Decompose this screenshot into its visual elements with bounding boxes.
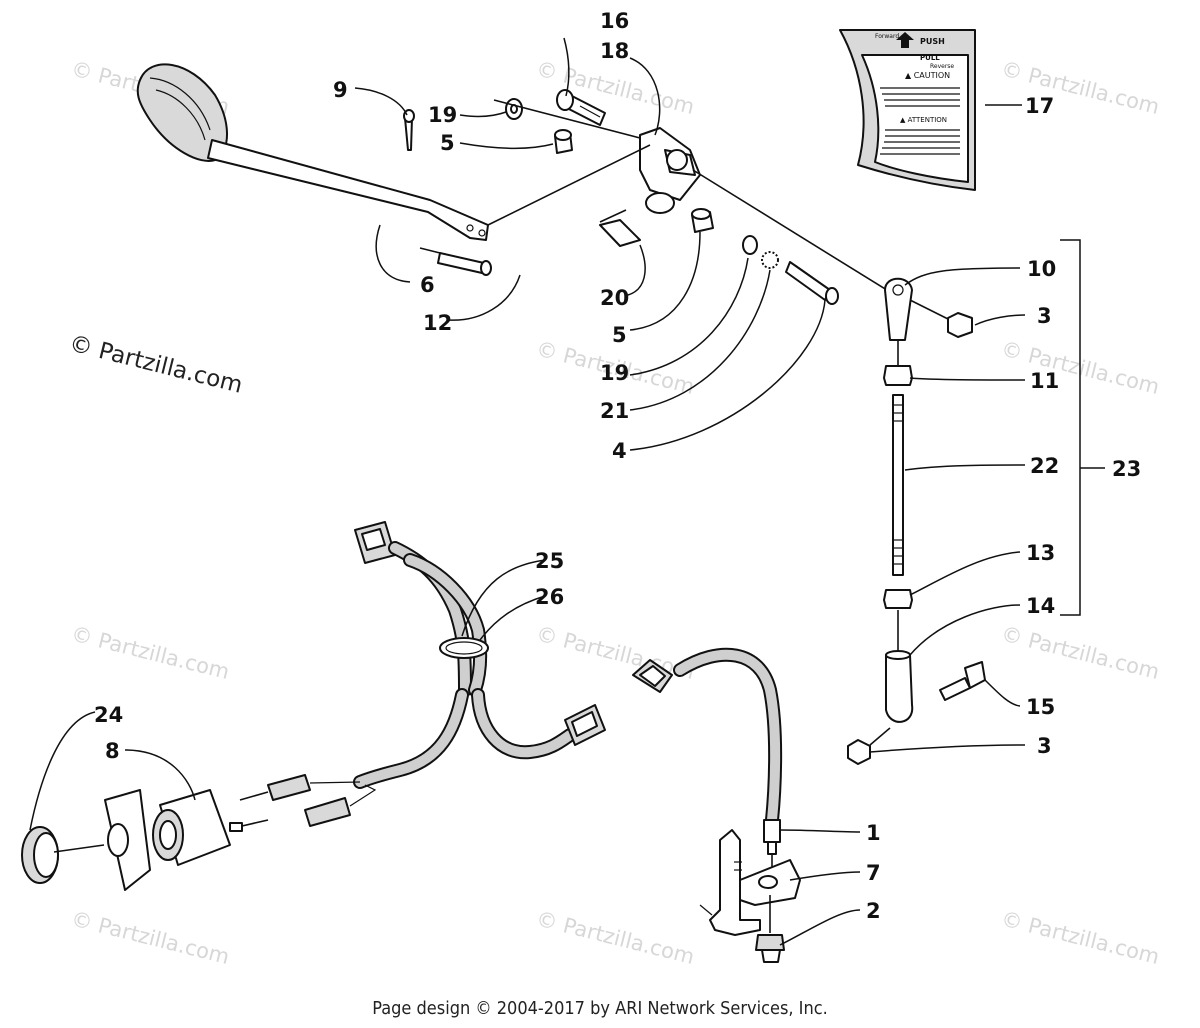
watermark: © Partzilla.com — [999, 622, 1162, 684]
callout-4: 4 — [612, 439, 627, 463]
callout-2: 2 — [866, 899, 881, 923]
callout-17: 17 — [1025, 94, 1054, 118]
callout-16: 16 — [600, 9, 629, 33]
decal-attention-text: ▲ ATTENTION — [900, 116, 947, 124]
reverse-switch — [21, 789, 269, 891]
watermark-layer: © Partzilla.com © Partzilla.com © Partzi… — [67, 57, 1162, 969]
callout-25: 25 — [535, 549, 564, 573]
bolt — [785, 261, 839, 305]
watermark: © Partzilla.com — [534, 907, 697, 969]
bushing — [691, 208, 714, 233]
callout-23: 23 — [1112, 457, 1141, 481]
callout-5-lower: 5 — [612, 323, 627, 347]
watermark: © Partzilla.com — [534, 57, 697, 119]
callout-18: 18 — [600, 39, 629, 63]
watermark: © Partzilla.com — [999, 57, 1162, 119]
bushing — [554, 129, 573, 154]
clevis-pin — [419, 247, 492, 276]
watermark-main: © Partzilla.com — [67, 331, 246, 399]
watermark: © Partzilla.com — [69, 907, 232, 969]
lock-washer — [761, 251, 779, 269]
decal-caution-text: ▲ CAUTION — [905, 71, 950, 80]
callout-20: 20 — [600, 286, 629, 310]
callout-9: 9 — [333, 78, 348, 102]
callout-numbers: 16 18 9 19 5 17 6 12 20 5 19 21 4 10 3 1… — [94, 9, 1141, 923]
decal-forward-text: Forward — [875, 33, 899, 40]
watermark: © Partzilla.com — [999, 907, 1162, 969]
callout-26: 26 — [535, 585, 564, 609]
assembly-axis-lines — [487, 99, 951, 746]
watermark: © Partzilla.com — [69, 622, 232, 684]
callout-8: 8 — [105, 739, 120, 763]
callout-10: 10 — [1027, 257, 1056, 281]
page-footer: Page design © 2004-2017 by ARI Network S… — [372, 998, 828, 1019]
callout-13: 13 — [1026, 541, 1055, 565]
decal-reverse-text: Reverse — [930, 63, 954, 70]
washer — [505, 98, 523, 120]
flange-nut — [755, 895, 785, 963]
callout-22: 22 — [1030, 454, 1059, 478]
washer — [742, 235, 758, 255]
callout-3-upper: 3 — [1037, 304, 1052, 328]
callout-19-lower: 19 — [600, 361, 629, 385]
callout-1: 1 — [866, 821, 881, 845]
callout-6: 6 — [420, 273, 435, 297]
cotter-pin — [403, 109, 415, 151]
callout-21: 21 — [600, 399, 629, 423]
indicator-wire — [632, 647, 783, 870]
callout-24: 24 — [94, 703, 123, 727]
pivot-bracket — [639, 127, 701, 214]
spacer — [599, 219, 641, 247]
callout-3-lower: 3 — [1037, 734, 1052, 758]
warning-decal: PUSH Forward PULL Reverse ▲ CAUTION ▲ AT… — [839, 29, 976, 191]
leader-lines — [29, 37, 1026, 946]
wiring-harness — [267, 521, 606, 827]
exploded-view-drawing: © Partzilla.com © Partzilla.com © Partzi… — [21, 9, 1162, 969]
callout-5-upper: 5 — [440, 131, 455, 155]
decal-push-text: PUSH — [920, 37, 945, 46]
callout-14: 14 — [1026, 594, 1055, 618]
linkage-rod-assembly — [847, 239, 1105, 765]
mounting-bracket — [699, 829, 801, 936]
bolt — [556, 89, 606, 126]
shift-lever — [136, 63, 489, 241]
callout-12: 12 — [423, 311, 452, 335]
callout-19-upper: 19 — [428, 103, 457, 127]
callout-15: 15 — [1026, 695, 1055, 719]
callout-11: 11 — [1030, 369, 1059, 393]
decal-pull-text: PULL — [920, 54, 940, 62]
callout-7: 7 — [866, 861, 881, 885]
